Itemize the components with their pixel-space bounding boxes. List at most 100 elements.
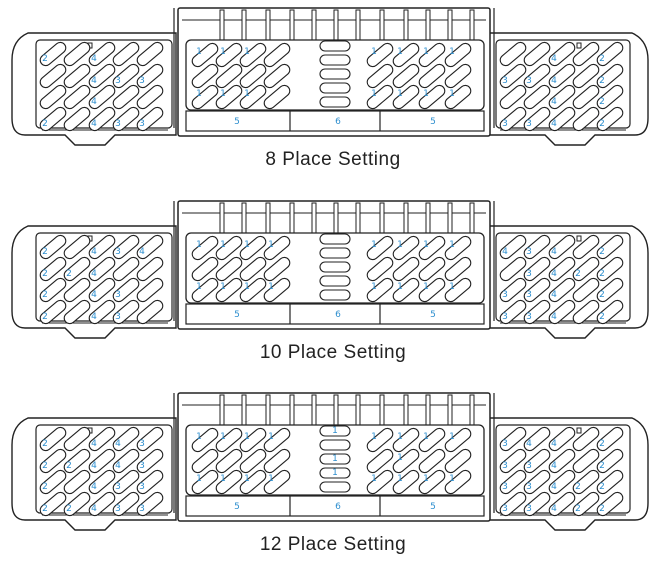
cup-slot — [263, 235, 291, 261]
rack-tine — [355, 202, 361, 234]
dish-slot — [88, 84, 116, 110]
dish-slot — [112, 448, 140, 474]
cup-slot — [444, 63, 472, 89]
dish-slot — [136, 426, 164, 452]
rack-tine — [265, 394, 271, 426]
cup-slot — [191, 63, 219, 89]
dish-slot — [39, 84, 67, 110]
dish-slot — [523, 299, 551, 325]
cup-slot — [239, 448, 267, 474]
center-stack-slot — [319, 453, 351, 465]
dish-slot — [136, 299, 164, 325]
dish-slot-number: 3 — [115, 290, 121, 300]
dish-slot-number: 2 — [42, 312, 48, 322]
dish-slot — [596, 469, 624, 495]
rack-tine — [219, 394, 225, 426]
dish-slot — [523, 426, 551, 452]
cup-slot — [191, 448, 219, 474]
rack-tine — [355, 9, 361, 41]
dish-slot-number: 2 — [599, 482, 605, 492]
rack-tine — [379, 9, 385, 41]
center-basket-inner — [185, 424, 485, 496]
dish-slot — [136, 491, 164, 517]
rack-tine — [447, 394, 453, 426]
cup-slot-number: 1 — [196, 89, 202, 99]
cup-slot-number: 1 — [244, 282, 250, 292]
dish-slot — [548, 277, 576, 303]
dish-slot — [136, 469, 164, 495]
cup-slot — [191, 256, 219, 282]
dish-slot — [523, 63, 551, 89]
cup-slot — [444, 469, 472, 495]
dish-slot — [596, 491, 624, 517]
cup-slot — [444, 235, 472, 261]
dish-slot — [63, 63, 91, 89]
dish-slot-number: 2 — [599, 504, 605, 514]
cup-slot — [191, 277, 219, 303]
center-stack-slot — [319, 54, 351, 66]
dish-slot-number: 2 — [599, 461, 605, 471]
dish-slot — [88, 448, 116, 474]
center-stack-slot — [319, 233, 351, 245]
cup-slot-number: 1 — [196, 240, 202, 250]
rack-tine — [241, 9, 247, 41]
dish-slot-number: 3 — [139, 504, 145, 514]
cup-slot-number: 1 — [449, 240, 455, 250]
cup-slot — [239, 235, 267, 261]
cup-slot-number: 1 — [423, 240, 429, 250]
dish-slot — [596, 41, 624, 67]
cup-slot — [418, 256, 446, 282]
rack-tine — [447, 202, 453, 234]
dish-slot — [499, 299, 527, 325]
dish-slot — [572, 84, 600, 110]
rack-tine — [289, 9, 295, 41]
tray-strip — [185, 495, 485, 517]
dish-slot-number: 4 — [91, 312, 97, 322]
cup-slot — [392, 469, 420, 495]
cup-slot-number: 1 — [423, 47, 429, 57]
tray-strip — [185, 303, 485, 325]
dish-slot-number: 3 — [502, 119, 508, 129]
rack-tine — [241, 394, 247, 426]
dish-slot — [548, 41, 576, 67]
dish-slot-number: 3 — [139, 482, 145, 492]
tray-number: 5 — [430, 310, 436, 320]
center-stack-slot — [319, 425, 351, 437]
cup-slot-number: 1 — [397, 432, 403, 442]
dish-slot-number: 3 — [115, 482, 121, 492]
cup-slot-number: 1 — [244, 240, 250, 250]
cup-slot-number: 1 — [423, 432, 429, 442]
dish-slot-number: 4 — [551, 119, 557, 129]
cup-slot-number: 1 — [371, 240, 377, 250]
cup-slot-number: 1 — [268, 282, 274, 292]
cup-slot — [366, 469, 394, 495]
dish-slot-number: 4 — [526, 439, 532, 449]
dish-slot-number: 4 — [551, 439, 557, 449]
dish-slot-number: 2 — [599, 76, 605, 86]
dish-slot-number: 3 — [139, 439, 145, 449]
dish-slot — [39, 426, 67, 452]
dish-slot-number: 3 — [115, 119, 121, 129]
cup-slot — [366, 84, 394, 110]
cup-slot-number: 1 — [449, 89, 455, 99]
cup-slot-number: 1 — [268, 474, 274, 484]
dish-slot-number: 3 — [115, 504, 121, 514]
dish-slot — [112, 63, 140, 89]
dish-slot — [136, 106, 164, 132]
dish-slot-number: 3 — [526, 119, 532, 129]
rack-tine — [311, 202, 317, 234]
cup-slot-number: 1 — [268, 432, 274, 442]
cup-slot — [392, 448, 420, 474]
cup-slot-number: 1 — [423, 474, 429, 484]
dish-slot-number: 3 — [139, 461, 145, 471]
dish-slot — [112, 106, 140, 132]
dish-slot-number: 4 — [551, 247, 557, 257]
cup-slot — [366, 42, 394, 68]
cup-slot — [263, 256, 291, 282]
cup-slot — [366, 63, 394, 89]
cup-slot-number: 1 — [371, 282, 377, 292]
rack-tine — [469, 9, 475, 41]
tray-number: 5 — [234, 502, 240, 512]
